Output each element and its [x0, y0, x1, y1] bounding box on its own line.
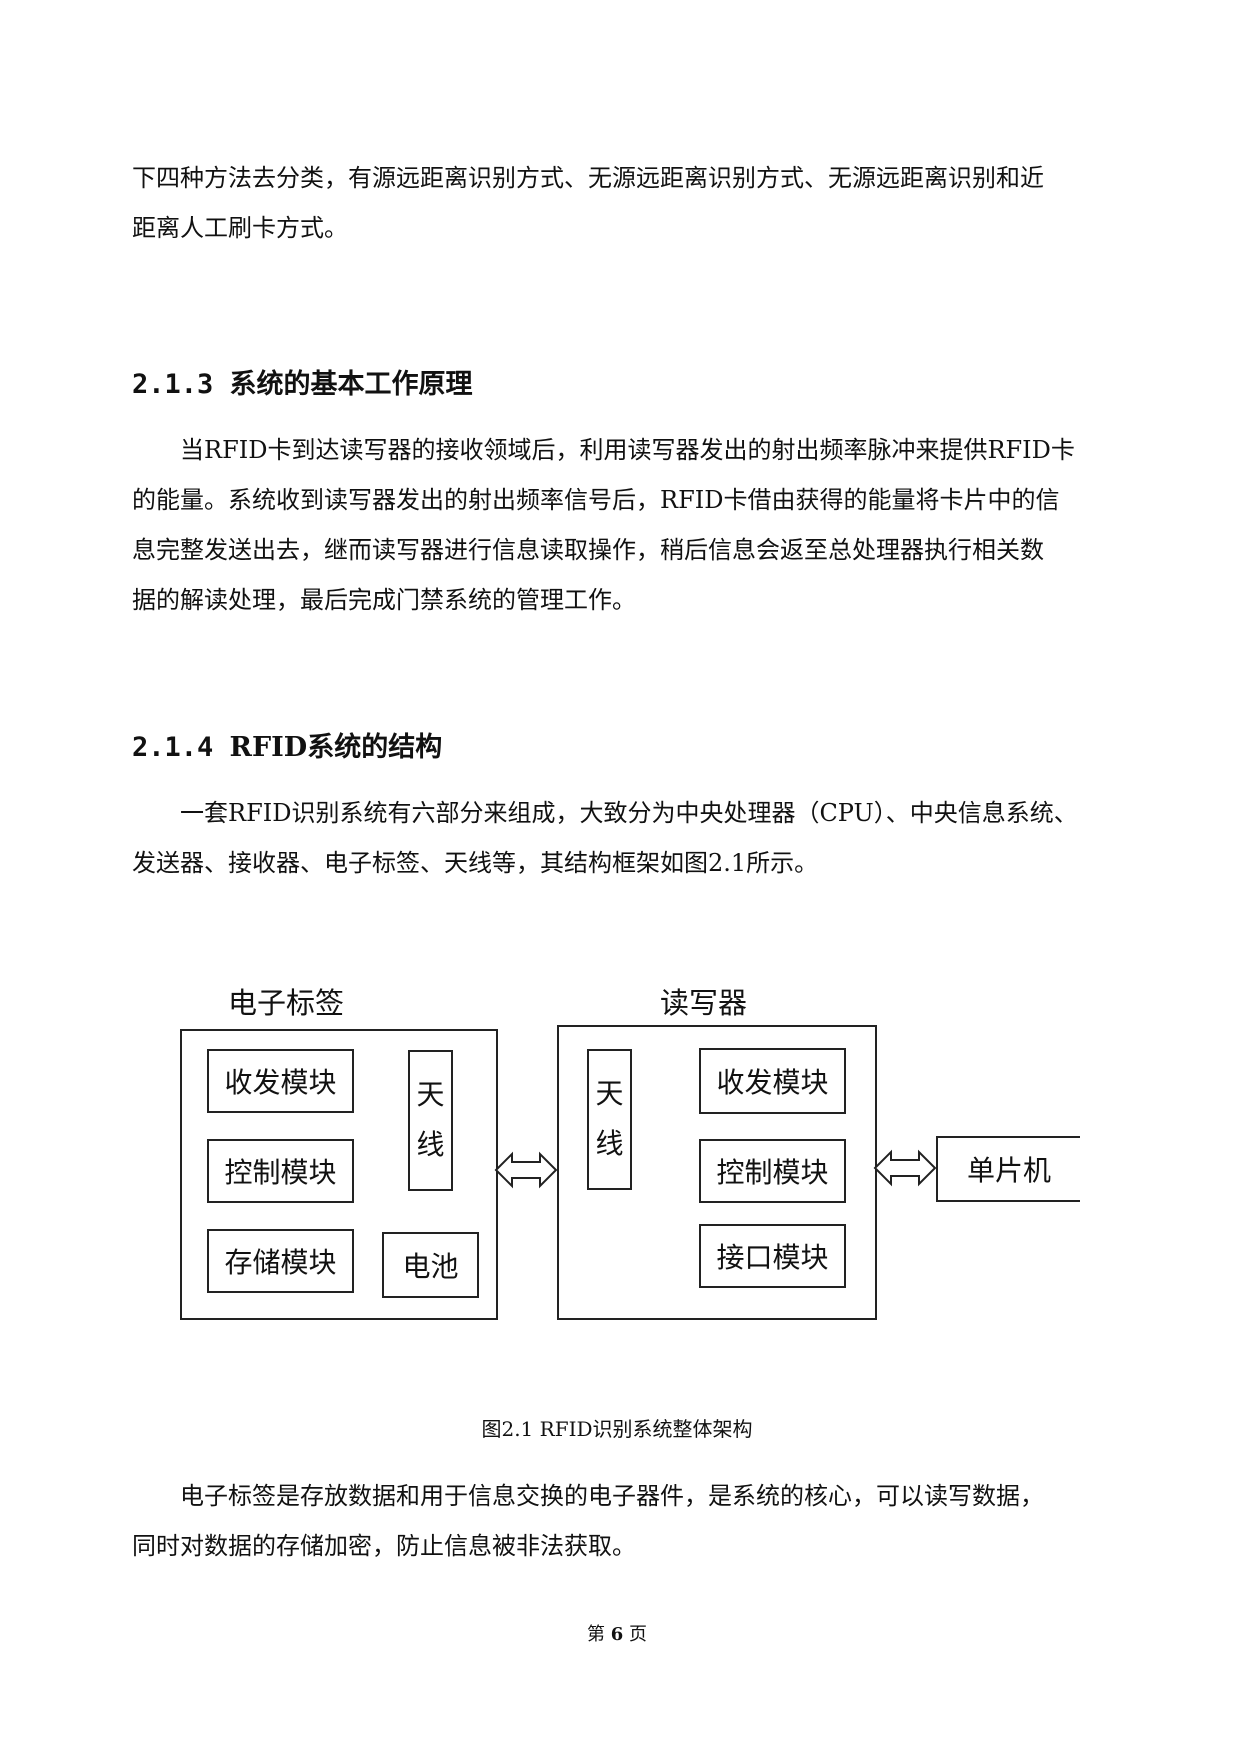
reader-antenna: 天 线: [587, 1049, 632, 1190]
text-line: 距离人工刷卡方式。: [132, 214, 348, 242]
section-number: 2.1.3: [132, 369, 214, 400]
page-footer: 第 6 页: [0, 1620, 1234, 1646]
text-line: 据的解读处理，最后完成门禁系统的管理工作。: [132, 586, 636, 614]
page-number: 6: [610, 1624, 624, 1645]
tag-battery: 电池: [382, 1232, 479, 1298]
section-heading-2-1-3: 2.1.3 系统的基本工作原理: [132, 362, 473, 401]
section-title: 系统的基本工作原理: [229, 369, 473, 400]
paragraph-classification: 下四种方法去分类，有源远距离识别方式、无源远距离识别方式、无源远距离识别和近 距…: [132, 153, 1107, 253]
paragraph-electronic-tag: 电子标签是存放数据和用于信息交换的电子器件，是系统的核心，可以读写数据， 同时对…: [132, 1471, 1107, 1571]
antenna-char: 线: [595, 1127, 624, 1160]
paragraph-working-principle: 当RFID卡到达读写器的接收领域后，利用读写器发出的射出频率脉冲来提供RFID卡…: [132, 425, 1107, 625]
antenna-char: 天: [416, 1078, 445, 1111]
paragraph-structure: 一套RFID识别系统有六部分来组成，大致分为中央处理器（CPU）、中央信息系统、…: [132, 788, 1107, 888]
text-line: 息完整发送出去，继而读写器进行信息读取操作，稍后信息会返至总处理器执行相关数: [132, 536, 1044, 564]
reader-transceiver-module: 收发模块: [699, 1048, 846, 1114]
text-line: 下四种方法去分类，有源远距离识别方式、无源远距离识别方式、无源远距离识别和近: [132, 164, 1044, 192]
tag-storage-module: 存储模块: [207, 1229, 354, 1293]
tag-control-module: 控制模块: [207, 1139, 354, 1203]
tag-antenna: 天 线: [408, 1050, 453, 1191]
double-arrow-icon: [873, 1149, 937, 1187]
antenna-char: 线: [416, 1128, 445, 1161]
text-line: 发送器、接收器、电子标签、天线等，其结构框架如图2.1所示。: [132, 849, 819, 877]
text-line: 的能量。系统收到读写器发出的射出频率信号后，RFID卡借由获得的能量将卡片中的信: [132, 486, 1060, 514]
reader-group-label: 读写器: [660, 986, 748, 1020]
text-line: 一套RFID识别系统有六部分来组成，大致分为中央处理器（CPU）、中央信息系统、: [180, 799, 1078, 827]
text-line: 同时对数据的存储加密，防止信息被非法获取。: [132, 1532, 636, 1560]
text-line: 电子标签是存放数据和用于信息交换的电子器件，是系统的核心，可以读写数据，: [180, 1482, 1044, 1510]
text-line: 当RFID卡到达读写器的接收领域后，利用读写器发出的射出频率脉冲来提供RFID卡: [180, 436, 1075, 464]
page-prefix: 第: [587, 1624, 605, 1645]
double-arrow-icon: [494, 1151, 558, 1189]
figure-caption: 图2.1 RFID识别系统整体架构: [481, 1417, 753, 1441]
section-number: 2.1.4: [132, 732, 214, 763]
mcu-box: 单片机: [936, 1136, 1080, 1202]
tag-transceiver-module: 收发模块: [207, 1049, 354, 1113]
reader-interface-module: 接口模块: [699, 1224, 846, 1288]
page-suffix: 页: [629, 1624, 647, 1645]
reader-control-module: 控制模块: [699, 1139, 846, 1203]
section-heading-2-1-4: 2.1.4 RFID系统的结构: [132, 725, 442, 764]
antenna-char: 天: [595, 1077, 624, 1110]
section-title: RFID系统的结构: [229, 732, 443, 763]
tag-group-label: 电子标签: [228, 986, 345, 1020]
rfid-architecture-figure: 电子标签 收发模块 控制模块 存储模块 天 线 电池 读写器 天 线 收发模块 …: [0, 980, 1234, 1340]
